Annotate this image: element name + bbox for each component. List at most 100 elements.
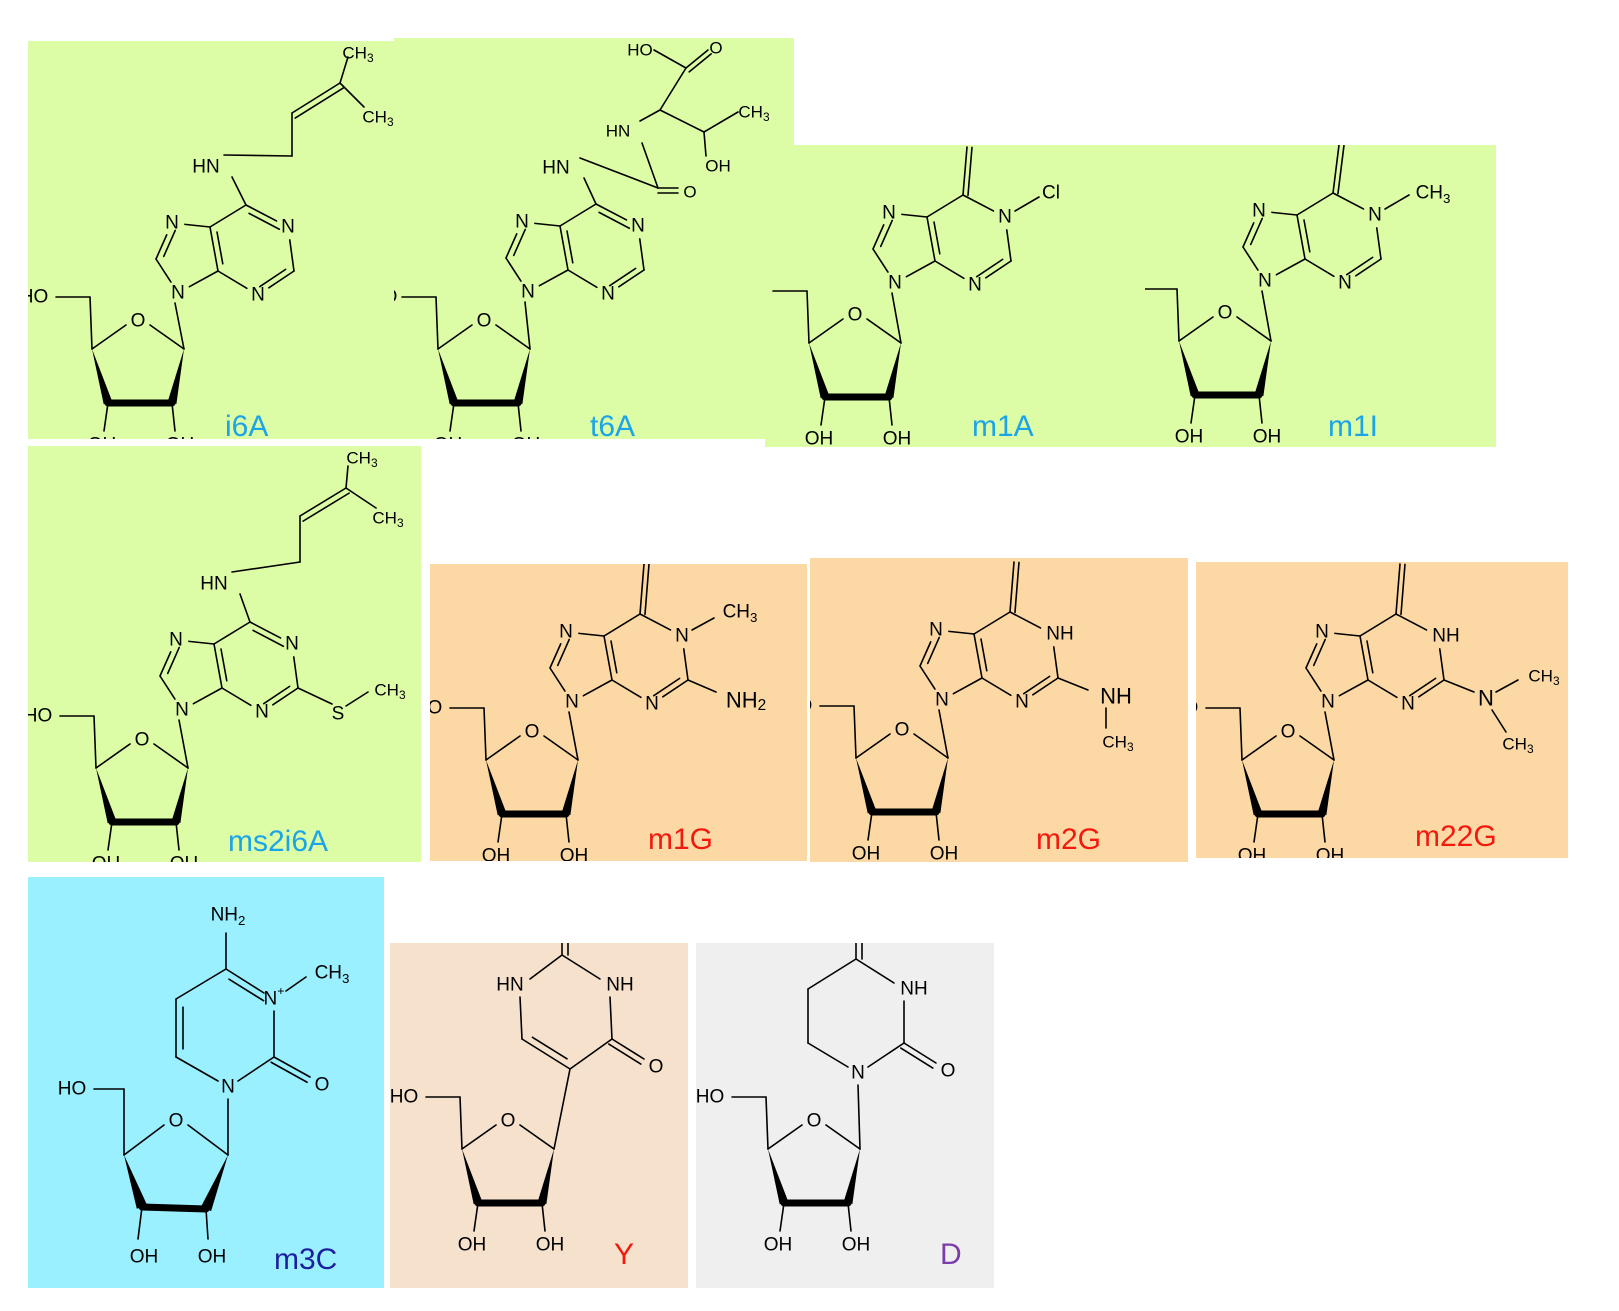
- wedge-bond: [200, 1155, 228, 1212]
- bond: [339, 56, 349, 84]
- bond: [1332, 145, 1340, 194]
- bond: [1355, 258, 1382, 277]
- bond: [603, 613, 641, 637]
- bond: [137, 1206, 143, 1240]
- bond: [919, 665, 936, 690]
- bond: [225, 968, 265, 994]
- bond: [485, 735, 521, 761]
- bond: [639, 613, 672, 631]
- ring-oxygen: O: [135, 730, 150, 751]
- amine-n: N: [1478, 686, 1494, 711]
- bond: [962, 146, 968, 196]
- bond: [926, 636, 941, 665]
- bond: [175, 821, 180, 851]
- sulfur: S: [332, 704, 345, 725]
- bond: [598, 211, 631, 230]
- bond: [549, 667, 566, 692]
- atom-n7: N: [165, 213, 179, 234]
- bond: [926, 216, 936, 262]
- bond: [595, 203, 628, 221]
- hydroxyl-3-prime: OH: [1238, 846, 1267, 859]
- bond: [153, 743, 189, 769]
- methyl-top: CH3: [342, 44, 374, 66]
- bond: [1312, 638, 1327, 667]
- atom-n3: N: [645, 694, 659, 715]
- bond: [252, 629, 285, 648]
- atom-n3: N: [251, 285, 265, 306]
- bond: [512, 228, 527, 257]
- hydroxyl-2-prime: OH: [166, 435, 195, 440]
- atom-n1: N: [851, 1063, 865, 1084]
- bond: [1384, 194, 1410, 210]
- bond: [825, 1124, 861, 1150]
- bond: [559, 225, 569, 271]
- atom-n1: N: [631, 216, 645, 237]
- bond: [292, 656, 299, 689]
- wedge-bond: [513, 349, 530, 404]
- hydroxyl-2-prime: OH: [198, 1247, 227, 1268]
- bond: [611, 1038, 645, 1060]
- bond: [1242, 246, 1259, 271]
- hydroxyl-3-prime: OH: [434, 435, 463, 440]
- bond: [345, 487, 377, 509]
- bond: [853, 705, 857, 759]
- molecule-label-m2G: m2G: [1036, 823, 1102, 856]
- methyl-n3: CH3: [315, 963, 350, 986]
- bond: [561, 954, 601, 980]
- bond: [541, 1202, 546, 1232]
- bond: [973, 633, 983, 679]
- bond: [872, 248, 889, 273]
- wedge-bond: [1242, 760, 1263, 816]
- structure-svg: OHOOHOHNNNNHONCH3CH3: [1196, 562, 1560, 859]
- bond: [262, 685, 291, 705]
- amine-nh2: NH2: [211, 905, 246, 928]
- bond: [1241, 735, 1277, 761]
- bond: [192, 687, 223, 705]
- chlorine: Cl: [1042, 183, 1060, 204]
- bond: [221, 687, 252, 707]
- methyl-right: CH3: [362, 108, 394, 130]
- bond: [935, 811, 940, 841]
- bond: [569, 1038, 613, 1070]
- bond: [107, 821, 113, 851]
- wedge-bond: [1254, 341, 1271, 396]
- wedge-bond: [768, 1149, 789, 1205]
- bond: [1443, 679, 1475, 693]
- hydroxyl-5-prime: HO: [430, 698, 442, 719]
- bond: [297, 687, 333, 705]
- bond: [270, 1061, 308, 1084]
- bond: [1296, 192, 1334, 216]
- bond: [1345, 256, 1374, 276]
- bond: [95, 743, 131, 769]
- bond: [213, 643, 223, 689]
- methyl-top: CH3: [346, 449, 378, 471]
- bond: [217, 270, 248, 290]
- hydroxyl-2-prime: OH: [536, 1235, 565, 1256]
- atom-n3: N: [968, 275, 982, 296]
- bond: [891, 292, 902, 344]
- hydroxyl-5-prime: HO: [810, 696, 812, 717]
- molecule-label-m3C: m3C: [274, 1243, 338, 1276]
- hydroxyl-threonine: OH: [705, 157, 731, 176]
- bond: [938, 709, 949, 759]
- bond: [855, 733, 891, 759]
- atom-n7: N: [882, 203, 896, 224]
- bond: [483, 707, 487, 761]
- bond: [1239, 707, 1243, 761]
- bond: [779, 1202, 785, 1232]
- bond: [231, 176, 247, 206]
- atom-n1: NH: [1432, 626, 1459, 647]
- hydroxyl-5-prime: O: [394, 287, 397, 308]
- bond: [123, 1124, 165, 1156]
- hydroxyl-2-prime: OH: [883, 429, 912, 448]
- atom-n7: N: [1315, 622, 1329, 643]
- bond: [178, 719, 189, 769]
- wedge-bond: [171, 768, 188, 823]
- ring-oxygen: O: [848, 305, 863, 326]
- bond: [608, 267, 637, 287]
- bond: [703, 131, 707, 157]
- bond: [188, 640, 215, 645]
